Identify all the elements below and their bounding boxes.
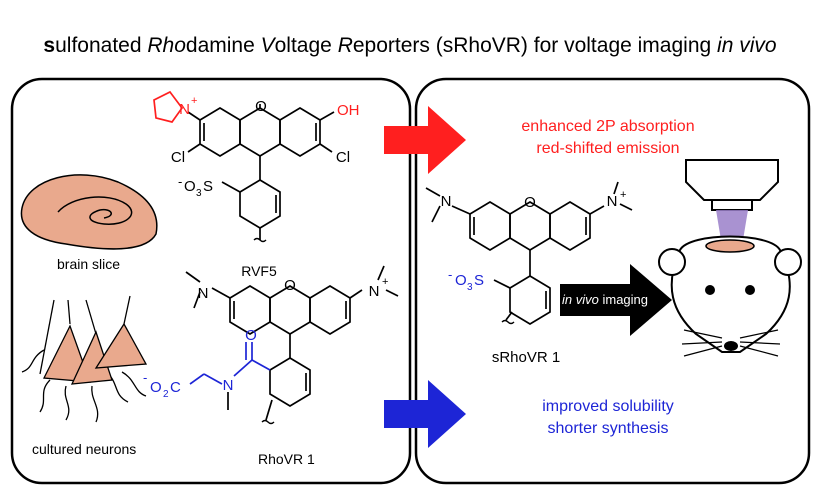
rhovr1-nitrogen-right: N	[369, 283, 380, 300]
title-part: oltage	[274, 34, 338, 57]
brain-slice-label: brain slice	[57, 256, 121, 272]
srhovr1-nitrogen-left: N	[441, 193, 452, 210]
rvf5-hydroxyl: OH	[337, 102, 360, 119]
mouse-icon	[658, 235, 802, 357]
title-part: damine	[185, 34, 261, 57]
rvf5-structure	[187, 104, 335, 243]
red-improvement-2: red-shifted emission	[536, 140, 680, 157]
rhovr1-carbonyl-oxygen: O	[245, 327, 257, 344]
figure-title: sulfonated Rhodamine Voltage Reporters (…	[0, 34, 820, 58]
blue-improvement-1: improved solubility	[542, 398, 674, 415]
rhovr1-charge: +	[382, 276, 388, 288]
title-in-vivo: in vivo	[717, 34, 777, 57]
rhovr1-oxygen: O	[284, 277, 296, 294]
title-part: ulfonated	[55, 34, 148, 57]
right-panel-frame	[414, 77, 811, 485]
arrow-label: in vivo imaging	[562, 292, 648, 307]
blue-improvements: improved solubility shorter synthesis	[478, 396, 738, 440]
svg-text:C: C	[170, 379, 181, 396]
rhovr1-carboxylate: - O 2 C	[143, 370, 181, 400]
srhovr1-sulfonate: - O 3 S	[448, 267, 484, 293]
srhovr1-oxygen: O	[524, 194, 536, 211]
red-arrow	[384, 106, 466, 174]
svg-text:O: O	[455, 272, 467, 289]
srhovr1-label: sRhoVR 1	[492, 349, 560, 366]
title-rho: Rho	[147, 34, 186, 57]
svg-text:-: -	[178, 174, 182, 189]
rvf5-sulfonate: - O 3 S	[178, 174, 213, 199]
brain-slice-icon	[20, 174, 158, 250]
title-part: eporters (sRhoVR) for voltage imaging	[352, 34, 718, 57]
neurons-label: cultured neurons	[32, 441, 137, 457]
rvf5-chloro-right: Cl	[336, 149, 350, 166]
svg-text:-: -	[143, 370, 147, 385]
rvf5-nitrogen: N	[179, 101, 190, 118]
rhovr1-glycine-arm	[189, 342, 271, 410]
rhovr1-label: RhoVR 1	[258, 451, 315, 467]
blue-arrow	[384, 380, 466, 448]
rhovr1-amide-nitrogen: N	[223, 377, 234, 394]
srhovr1-nitrogen-right: N	[607, 193, 618, 210]
svg-text:-: -	[448, 267, 452, 282]
rvf5-charge: +	[191, 95, 197, 107]
red-improvements: enhanced 2P absorption red-shifted emiss…	[478, 116, 738, 160]
rvf5-pyrrolidine	[153, 90, 184, 123]
svg-text:S: S	[203, 178, 213, 195]
black-arrow	[560, 264, 672, 336]
svg-text:O: O	[184, 178, 196, 195]
svg-text:3: 3	[467, 282, 473, 293]
srhovr1-charge: +	[620, 189, 626, 201]
rvf5-label: RVF5	[241, 263, 277, 279]
red-improvement-1: enhanced 2P absorption	[521, 118, 695, 135]
neurons-icon	[21, 295, 148, 423]
rhovr1-nitrogen-left: N	[198, 285, 209, 302]
rvf5-oxygen: O	[255, 98, 267, 115]
svg-text:3: 3	[196, 188, 202, 199]
svg-text:2: 2	[163, 389, 169, 400]
srhovr1-structure	[425, 181, 633, 325]
title-r: R	[337, 34, 353, 57]
blue-improvement-2: shorter synthesis	[547, 420, 669, 437]
left-panel-frame	[10, 77, 412, 485]
microscope-objective-icon	[685, 159, 779, 246]
svg-text:O: O	[150, 379, 162, 396]
title-s: s	[43, 34, 56, 57]
title-v: V	[260, 34, 275, 57]
rvf5-chloro-left: Cl	[171, 149, 185, 166]
svg-text:S: S	[474, 272, 484, 289]
